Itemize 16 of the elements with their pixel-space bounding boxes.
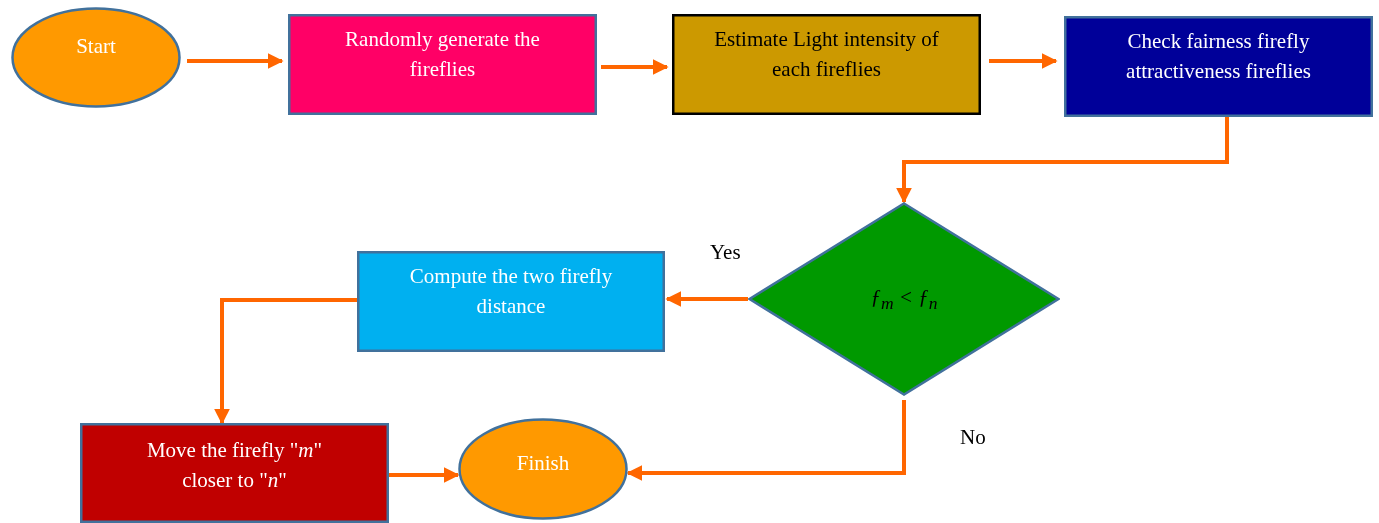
arrow xyxy=(214,298,357,425)
node-text: Check fairness firefly attractiveness fireflies xyxy=(1125,28,1312,85)
arrow xyxy=(389,467,460,483)
arrow xyxy=(665,291,748,307)
node-text: Start xyxy=(75,33,117,60)
node-text: Move the firefly "m" closer to "n" xyxy=(145,437,324,494)
node-text: Randomly generate the fireflies xyxy=(344,26,541,83)
arrow xyxy=(896,117,1229,204)
arrow xyxy=(187,53,284,69)
node-text: Finish xyxy=(515,450,571,477)
condition-text: ƒ$_{m}$ < ƒ$_{n}$ xyxy=(869,284,939,316)
node-text: Compute the two firefly distance xyxy=(408,263,614,320)
arrow xyxy=(601,59,669,75)
arrow xyxy=(989,53,1058,69)
arrow xyxy=(626,400,906,481)
node-text: Estimate Light intensity of each fireflies xyxy=(713,26,940,83)
